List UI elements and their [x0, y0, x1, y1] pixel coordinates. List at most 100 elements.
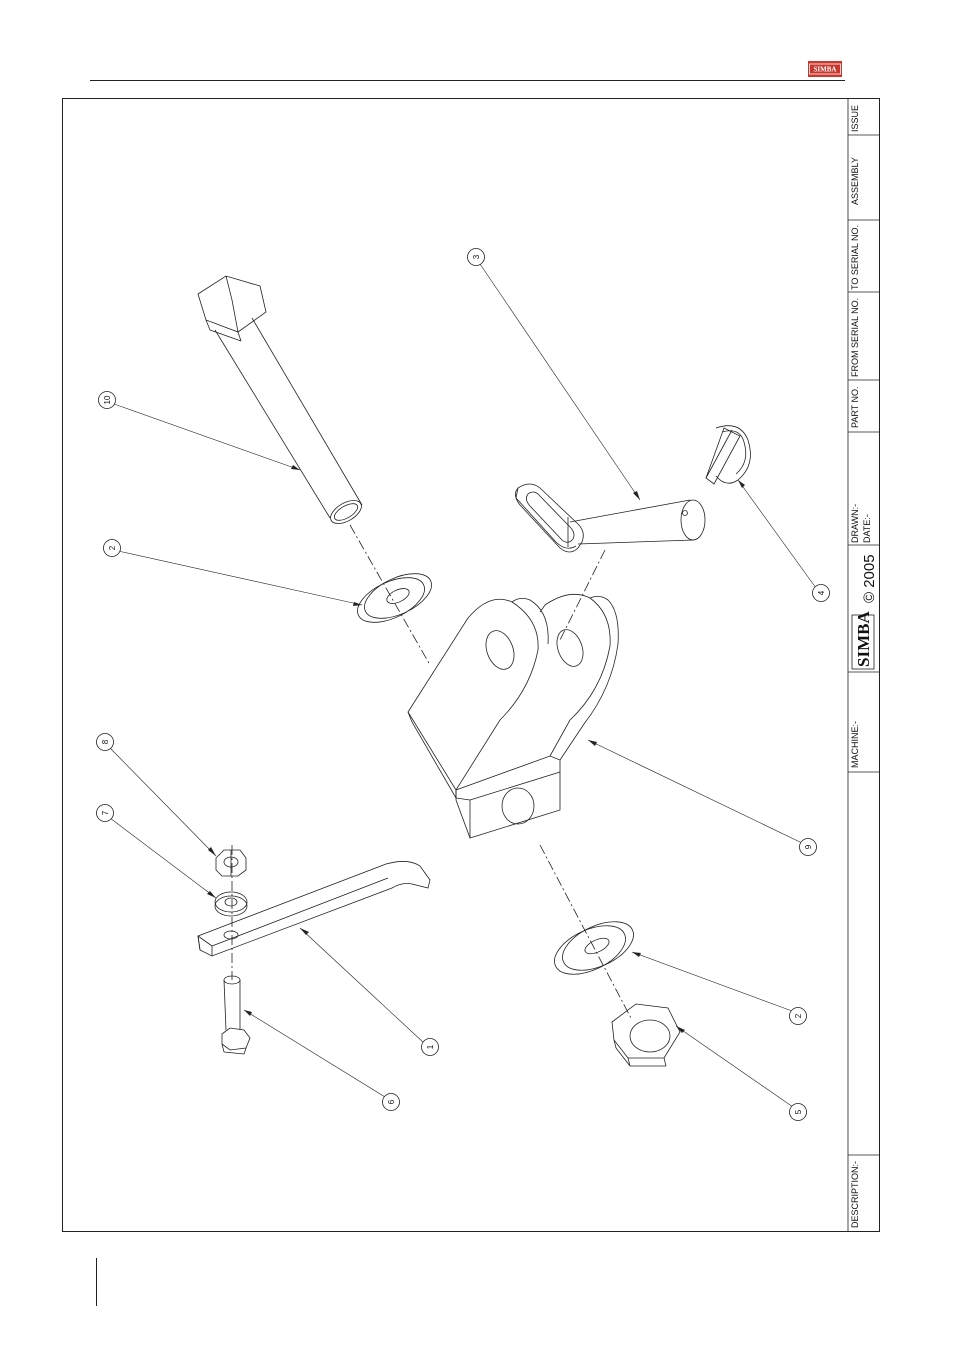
clevis-plate-right: [540, 594, 610, 756]
callout-label: 9: [804, 844, 813, 849]
leader-line-5: [676, 1026, 793, 1107]
callout-8: 8: [97, 734, 114, 751]
clevis-base-hole: [502, 788, 534, 824]
bar-edge: [198, 936, 212, 946]
small-bolt-head-edge: [244, 1048, 246, 1054]
leader-line-2: [118, 551, 362, 605]
washer-back: [547, 916, 633, 984]
copyright-text: © 2005: [861, 554, 878, 603]
pin-handle-outer: [515, 484, 583, 552]
callout-bubbles: 3 10 2 4 9 8 7 1: [97, 249, 830, 1121]
leader-line-10: [114, 404, 300, 470]
arrowhead: [633, 491, 640, 500]
part-small-nut: [216, 850, 246, 876]
pin-handle-edge: [516, 488, 576, 548]
washer-back: [351, 568, 431, 631]
callout-label: 2: [108, 545, 117, 550]
bolt-hex-edge: [238, 332, 241, 341]
leader-line-3: [480, 264, 640, 500]
washer-hole: [385, 585, 412, 606]
description-label: DESCRIPTION:-: [850, 1161, 860, 1228]
callout-9: 9: [800, 839, 817, 856]
nut-edge: [664, 1058, 666, 1066]
pin-shank-top: [570, 500, 690, 522]
part-washer-upper: [351, 564, 438, 631]
small-bolt-shank: [224, 980, 226, 1030]
clevis-plate-right-thickness: [560, 596, 618, 760]
small-washer-hole: [225, 898, 237, 906]
clevis-base-edge: [470, 772, 560, 800]
callout-3: 3: [468, 249, 485, 266]
clevis-plate-left-thickness: [512, 598, 548, 644]
part-long-bolt: [198, 276, 365, 528]
machine-label: MACHINE:-: [850, 721, 860, 768]
arrowhead: [738, 480, 745, 488]
arrowhead: [300, 928, 309, 935]
axis-line: [540, 845, 632, 1020]
arrowhead: [353, 602, 362, 606]
callout-10: 10: [99, 392, 116, 409]
clevis-base-block: [456, 756, 560, 838]
part-no-label: PART NO.: [850, 386, 860, 428]
callout-6: 6: [383, 1094, 400, 1111]
simba-title-logo: SIMBA: [852, 611, 874, 669]
nut-hole: [630, 1020, 670, 1052]
callout-label: 10: [103, 395, 112, 404]
lynch-shank: [706, 428, 740, 484]
leader-line-6: [244, 1010, 385, 1097]
clevis-plate-left-edge: [408, 712, 456, 798]
callout-label: 5: [794, 1109, 803, 1114]
pin-shank-bottom: [578, 540, 694, 544]
to-serial-label: TO SERIAL NO.: [850, 225, 860, 290]
part-clevis: [408, 594, 618, 838]
part-small-washer: [215, 892, 247, 916]
clevis-plate-left: [408, 599, 538, 790]
callout-2-lower: 2: [790, 1008, 807, 1025]
clevis-hole-left: [481, 627, 519, 673]
clevis-hole-right: [552, 626, 588, 670]
lynch-ring: [716, 426, 750, 483]
part-small-bolt: [222, 976, 250, 1054]
pin-cross-hole: [683, 511, 688, 516]
callout-5: 5: [790, 1104, 807, 1121]
bar-edge: [212, 878, 388, 946]
leader-arrowheads: [207, 465, 745, 1033]
assembly-label: ASSEMBLY: [850, 157, 860, 205]
bolt-hex-head: [198, 276, 266, 332]
center-lines: [232, 525, 632, 1020]
arrowhead: [632, 952, 641, 957]
arrowhead: [676, 1026, 685, 1033]
callout-4: 4: [813, 585, 830, 602]
lynch-shank-edge: [706, 430, 732, 478]
bar-edge: [198, 936, 200, 950]
bolt-end-inner: [332, 500, 361, 523]
callout-label: 6: [387, 1099, 396, 1104]
nut-hex-face: [612, 1004, 680, 1058]
leader-line-9: [588, 740, 802, 843]
small-bolt-head: [222, 1028, 250, 1050]
callout-label: 1: [426, 1044, 435, 1049]
callout-label: 3: [472, 254, 481, 259]
drawn-label: DRAWN:-: [850, 504, 860, 543]
leader-line-7: [110, 818, 216, 898]
leader-line-1: [300, 928, 424, 1043]
nut-edge: [616, 1048, 630, 1066]
pin-end: [681, 500, 705, 540]
washer-outer: [555, 912, 641, 980]
leader-line-4: [738, 480, 816, 588]
washer-outer: [358, 564, 438, 627]
part-handle-pin: [515, 484, 705, 552]
leader-lines: [110, 264, 816, 1107]
callout-label: 4: [817, 590, 826, 595]
bolt-hex-edge: [232, 300, 238, 332]
leader-line-8: [110, 748, 216, 856]
callout-7: 7: [97, 805, 114, 822]
bolt-shank-edge: [215, 330, 330, 518]
bolt-shank-edge: [252, 318, 362, 505]
part-hex-nut: [612, 1004, 680, 1066]
from-serial-label: FROM SERIAL NO.: [850, 298, 860, 377]
title-block: ISSUE ASSEMBLY TO SERIAL NO. FROM SERIAL…: [848, 98, 880, 1232]
arrowhead: [244, 1010, 252, 1016]
bar-hole: [224, 931, 238, 939]
